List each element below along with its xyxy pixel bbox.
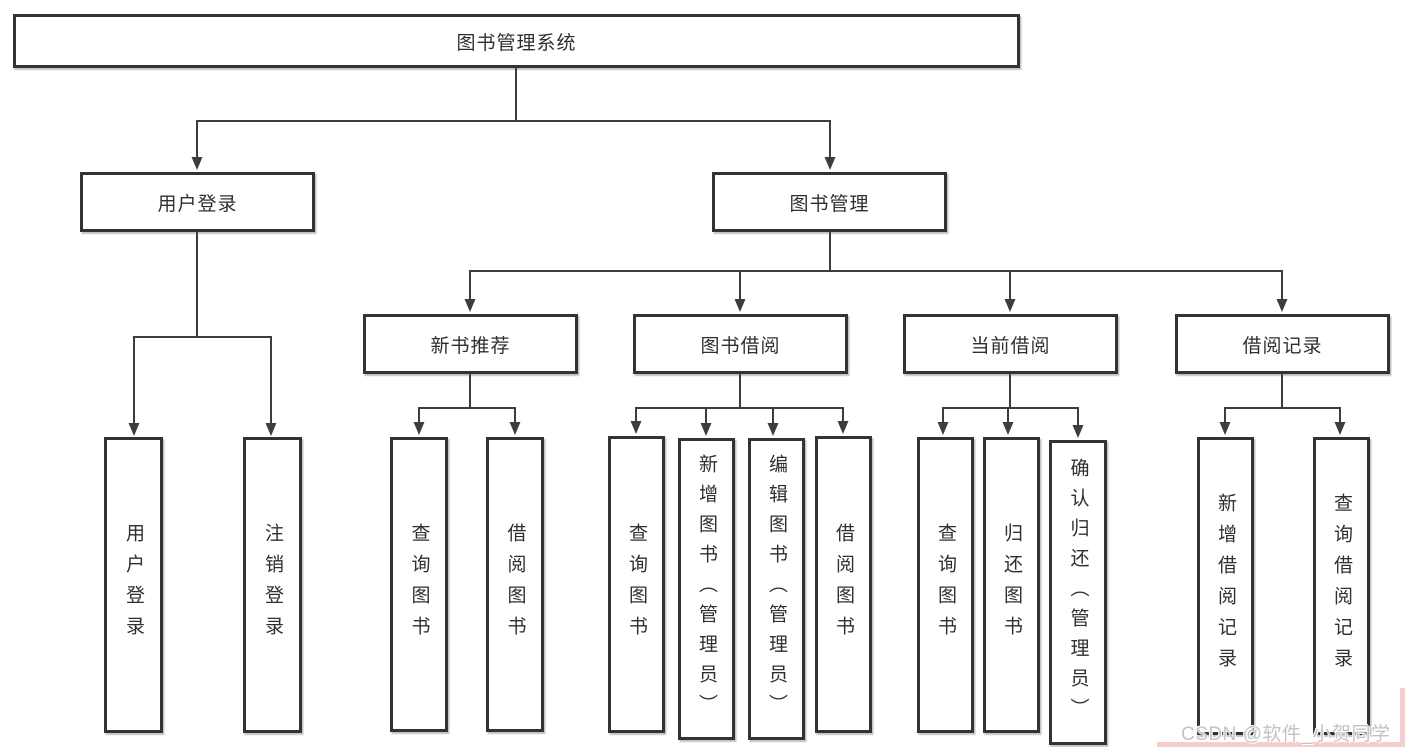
node-new-book-recommend: 新书推荐 [363, 314, 578, 374]
node-user-login-label: 用户登录 [157, 193, 238, 215]
node-edit-book-admin-label: 编辑图书（管理员） [766, 454, 787, 724]
node-logout: 注销登录 [243, 437, 302, 733]
node-book-management: 图书管理 [712, 172, 947, 232]
node-query-books-recommend-label: 查询图书 [408, 522, 430, 647]
node-query-borrow-record-label: 查询借阅记录 [1331, 493, 1352, 679]
node-add-borrow-record: 新增借阅记录 [1197, 437, 1254, 735]
node-confirm-return-admin: 确认归还（管理员） [1049, 440, 1107, 745]
node-query-books-borrow: 查询图书 [608, 436, 665, 733]
node-book-borrow: 图书借阅 [633, 314, 848, 374]
node-borrow-books-leaf-label: 借阅图书 [833, 522, 854, 647]
watermark: CSDN @软件_小贺同学 [1181, 724, 1391, 745]
node-book-borrow-label: 图书借阅 [700, 335, 781, 357]
node-root: 图书管理系统 [13, 14, 1020, 68]
node-user-login-leaf-label: 用户登录 [123, 523, 144, 647]
node-add-book-admin: 新增图书（管理员） [678, 438, 735, 740]
node-borrow-books-recommend: 借阅图书 [486, 437, 544, 732]
node-new-book-recommend-label: 新书推荐 [430, 335, 511, 357]
node-query-books-recommend: 查询图书 [390, 437, 448, 732]
node-borrow-books-recommend-label: 借阅图书 [504, 522, 526, 647]
node-add-borrow-record-label: 新增借阅记录 [1215, 493, 1236, 679]
node-query-books-borrow-label: 查询图书 [626, 522, 647, 647]
node-return-book: 归还图书 [983, 437, 1040, 733]
watermark-accent-right [1400, 688, 1405, 747]
node-current-borrow: 当前借阅 [903, 314, 1118, 374]
node-confirm-return-admin-label: 确认归还（管理员） [1067, 457, 1089, 728]
node-user-login-leaf: 用户登录 [104, 437, 163, 733]
node-logout-label: 注销登录 [262, 523, 283, 647]
node-query-books-current-label: 查询图书 [935, 523, 956, 647]
node-user-login: 用户登录 [80, 172, 315, 232]
node-root-label: 图书管理系统 [456, 32, 577, 54]
node-borrow-records-label: 借阅记录 [1242, 335, 1323, 357]
node-current-borrow-label: 当前借阅 [970, 335, 1051, 357]
node-query-books-current: 查询图书 [917, 437, 974, 733]
watermark-accent-bottom [1157, 742, 1405, 747]
node-return-book-label: 归还图书 [1001, 523, 1022, 647]
node-edit-book-admin: 编辑图书（管理员） [748, 438, 805, 740]
node-book-management-label: 图书管理 [789, 193, 870, 215]
node-borrow-records: 借阅记录 [1175, 314, 1390, 374]
node-borrow-books-leaf: 借阅图书 [815, 436, 872, 733]
node-query-borrow-record: 查询借阅记录 [1313, 437, 1370, 735]
node-add-book-admin-label: 新增图书（管理员） [696, 454, 717, 724]
